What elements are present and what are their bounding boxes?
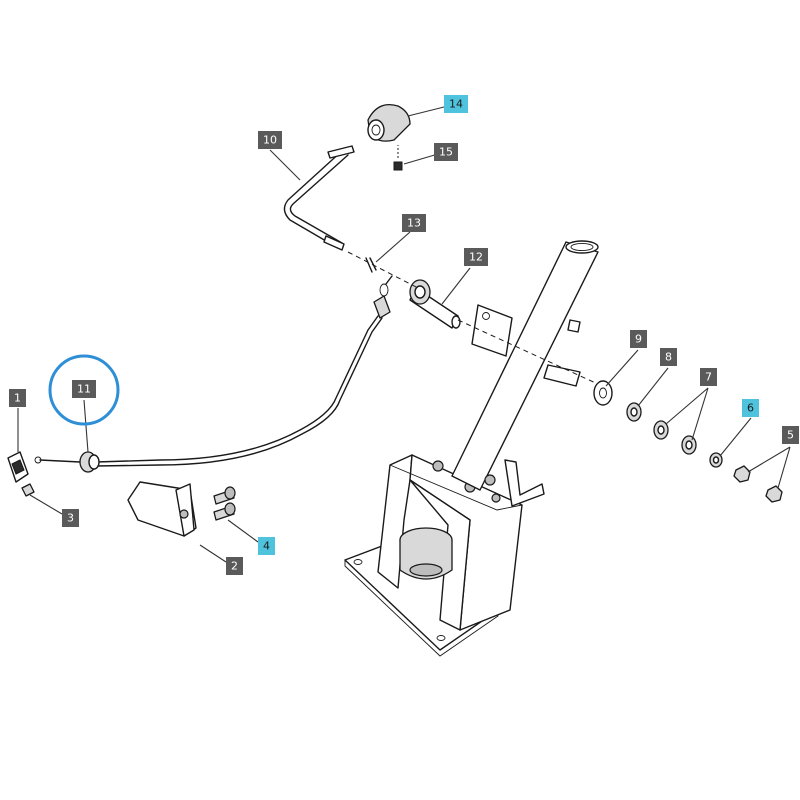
nut-5b (765, 485, 783, 503)
callout-15-box (434, 143, 458, 161)
retaining-clip (21, 483, 35, 497)
callout-4-label: 4 (263, 540, 270, 553)
callout-10-label: 10 (263, 134, 277, 147)
pivot-pin (409, 279, 461, 329)
callout-4[interactable]: 4 (258, 537, 275, 555)
callout-10-box (258, 131, 282, 149)
callout-14-label: 14 (449, 98, 463, 111)
callout-10[interactable]: 10 (258, 131, 282, 149)
callout-1[interactable]: 1 (9, 389, 26, 407)
callout-15[interactable]: 15 (434, 143, 458, 161)
washer-9 (593, 380, 613, 406)
callout-12-box (464, 248, 488, 266)
callout-9-label: 9 (635, 333, 642, 346)
callout-6-label: 6 (747, 402, 754, 415)
callout-11-label: 11 (77, 383, 91, 396)
callout-13-label: 13 (407, 217, 421, 230)
pedal-tube (451, 240, 599, 507)
washer-6 (709, 452, 723, 468)
callout-1-box (9, 389, 26, 407)
callout-12-label: 12 (469, 251, 483, 264)
base-assembly (344, 454, 523, 657)
shift-lever (283, 145, 355, 251)
callout-3-box (62, 509, 79, 527)
control-cable (34, 275, 393, 473)
washer-7a (653, 420, 669, 440)
callout-9-box (630, 330, 647, 348)
callout-12[interactable]: 12 (464, 248, 488, 266)
bolts (213, 486, 236, 521)
callout-8-box (660, 348, 677, 366)
callout-7-box (700, 368, 717, 386)
callout-9[interactable]: 9 (630, 330, 647, 348)
callout-4-box (258, 537, 275, 555)
callout-8[interactable]: 8 (660, 348, 677, 366)
knob-screw (393, 145, 403, 171)
callout-3[interactable]: 3 (62, 509, 79, 527)
callout-2-box (226, 557, 243, 575)
callout-7-label: 7 (705, 371, 712, 384)
callout-13[interactable]: 13 (402, 214, 426, 232)
callout-11-box (72, 380, 96, 398)
callout-8-label: 8 (665, 351, 672, 364)
cable-clip (7, 451, 29, 483)
assembly-axis (347, 251, 601, 386)
cable-bracket (127, 481, 197, 537)
callout-5-label: 5 (787, 429, 794, 442)
callout-7[interactable]: 7 (700, 368, 717, 386)
callout-14[interactable]: 14 (444, 95, 468, 113)
highlight-circle (48, 354, 120, 426)
callout-6-box (742, 399, 759, 417)
callout-2[interactable]: 2 (226, 557, 243, 575)
callout-11[interactable]: 11 (72, 380, 96, 398)
callout-6[interactable]: 6 (742, 399, 759, 417)
callout-15-label: 15 (439, 146, 453, 159)
callout-5[interactable]: 5 (782, 426, 799, 444)
split-pin (365, 257, 377, 273)
lever-knob (367, 103, 411, 142)
callout-2-label: 2 (231, 560, 238, 573)
nut-5a (733, 465, 751, 483)
callout-5-box (782, 426, 799, 444)
callout-13-box (402, 214, 426, 232)
leader-lines (17, 105, 791, 563)
callout-1-label: 1 (14, 392, 21, 405)
washer-8 (626, 402, 642, 422)
callout-3-label: 3 (67, 512, 74, 525)
washer-7b (681, 435, 697, 455)
callout-14-box (444, 95, 468, 113)
